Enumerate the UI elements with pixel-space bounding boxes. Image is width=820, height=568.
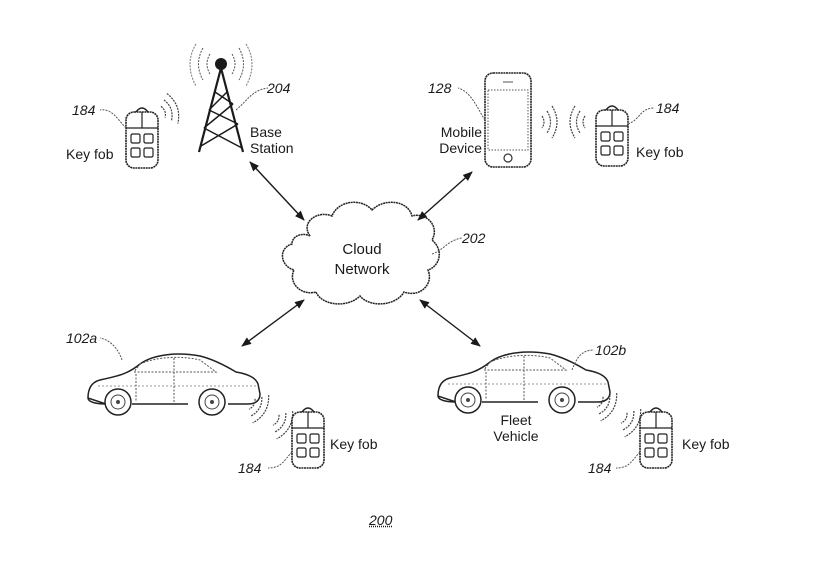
leader-128 xyxy=(457,87,486,121)
cloud-network-shape xyxy=(281,201,440,305)
fleet-vehicle-label-line1: Fleet xyxy=(500,412,532,428)
mobile-device-label: Mobile Device xyxy=(438,124,482,156)
arrow-mobile-cloud xyxy=(417,171,473,221)
base-station-label: Base Station xyxy=(250,124,294,156)
key-fob-top-left-icon xyxy=(125,107,159,169)
ref-184-top-left: 184 xyxy=(72,102,96,118)
wireless-waves-icon xyxy=(541,105,558,139)
key-fob-bottom-left-icon xyxy=(291,407,325,469)
ref-184-top-right: 184 xyxy=(656,100,680,116)
leader-202 xyxy=(431,237,463,255)
key-fob-bottom-left-label: Key fob xyxy=(330,436,378,452)
key-fob-top-right-icon xyxy=(595,105,629,167)
fleet-vehicle-label: Fleet Vehicle xyxy=(486,412,546,444)
leader-102a xyxy=(99,337,123,361)
figure-number: 200 xyxy=(369,512,393,528)
cloud-label-line2: Network xyxy=(334,261,390,278)
mobile-device-label-line1: Mobile xyxy=(440,124,482,140)
ref-128: 128 xyxy=(428,80,452,96)
base-station-label-line1: Base xyxy=(250,124,282,140)
ref-102b: 102b xyxy=(595,342,627,358)
cloud-network-label: Cloud Network xyxy=(324,240,400,280)
arrow-vehicle-b-cloud xyxy=(419,299,481,347)
ref-184-bottom-right: 184 xyxy=(588,460,612,476)
arrow-vehicle-a-cloud xyxy=(241,299,305,347)
vehicle-b-car-icon xyxy=(437,351,611,414)
wireless-waves-icon xyxy=(569,105,586,139)
base-station-tower-icon xyxy=(189,43,253,153)
cloud-label-line1: Cloud xyxy=(342,241,382,258)
ref-204: 204 xyxy=(267,80,291,96)
leader-184-br xyxy=(615,451,641,469)
key-fob-bottom-right-icon xyxy=(639,407,673,469)
ref-102a: 102a xyxy=(66,330,98,346)
wireless-waves-icon xyxy=(156,91,184,128)
leader-102b xyxy=(571,349,595,371)
leader-204 xyxy=(235,87,269,111)
key-fob-bottom-right-label: Key fob xyxy=(682,436,730,452)
leader-184-tl xyxy=(99,109,127,129)
ref-202: 202 xyxy=(462,230,486,246)
vehicle-a-car-icon xyxy=(87,353,261,416)
mobile-device-label-line2: Device xyxy=(439,140,482,156)
ref-184-bottom-left: 184 xyxy=(238,460,262,476)
key-fob-top-left-label: Key fob xyxy=(66,146,114,162)
base-station-label-line2: Station xyxy=(250,140,294,156)
leader-184-tr xyxy=(627,107,655,125)
key-fob-top-right-label: Key fob xyxy=(636,144,684,160)
fleet-vehicle-label-line2: Vehicle xyxy=(493,428,539,444)
leader-184-bl xyxy=(267,451,293,469)
mobile-device-icon xyxy=(484,72,532,168)
arrow-base-station-cloud xyxy=(249,161,305,221)
